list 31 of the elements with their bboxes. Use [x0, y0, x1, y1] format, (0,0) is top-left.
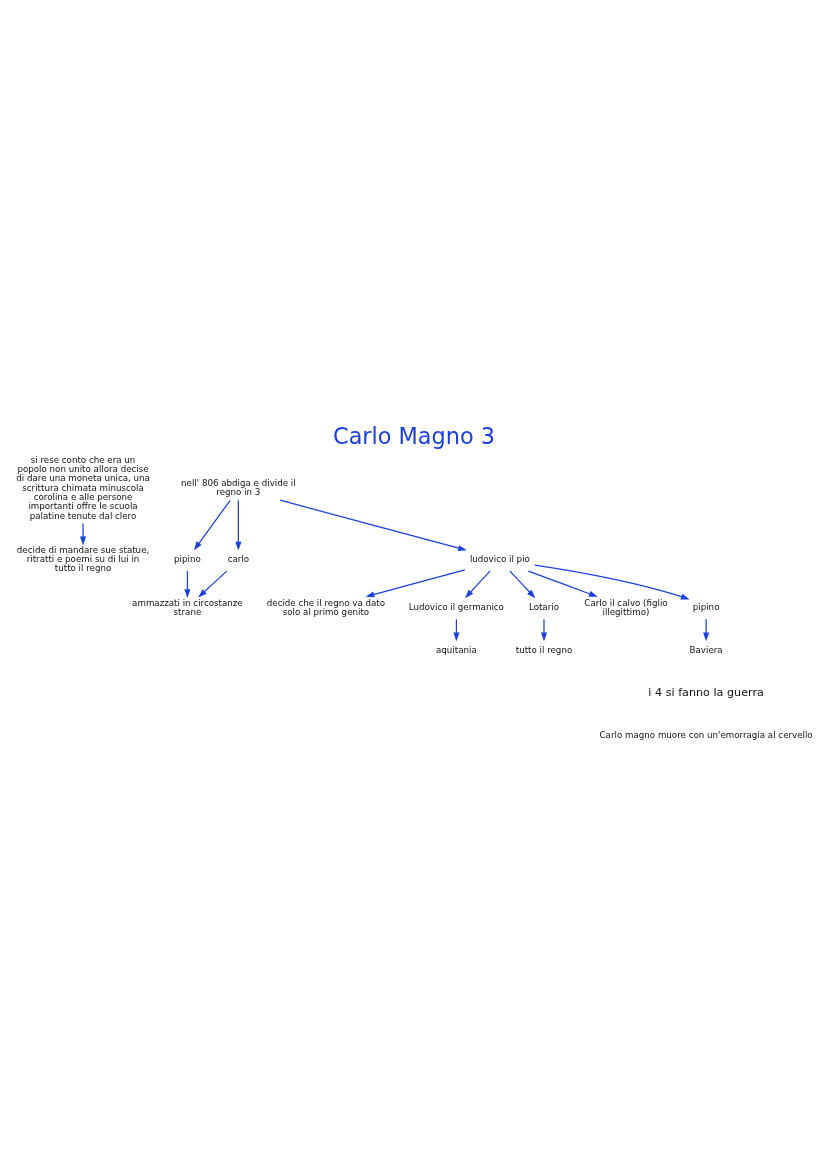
node-text: decide che il regno va dato solo al primo genito — [266, 597, 386, 617]
node-text: tutto il regno — [515, 645, 573, 656]
node-text: pipino — [692, 602, 720, 613]
arrow — [703, 618, 710, 642]
arrow — [464, 570, 491, 599]
node-text: nell' 806 abdiga e divide il regno in 3 — [181, 478, 296, 498]
diagram-title: Carlo Magno 3 — [333, 422, 495, 449]
node-text: Baviera — [689, 645, 723, 656]
arrow — [279, 499, 467, 552]
node-text: Ludovico il germanico — [408, 602, 504, 613]
label: i 4 si fanno la guerra — [648, 685, 764, 699]
node-text: si rese conto che era un popolo non unito allora decise di dare una moneta unica, una scrittura chimata minuscola corolina e alle persone importanti offre le scuola palatine tenute dal clero — [16, 454, 150, 521]
arrow — [80, 522, 87, 546]
arrow — [235, 499, 242, 551]
arrow — [509, 570, 536, 599]
label: Carlo magno muore con un'emorragia al cervello — [599, 729, 813, 740]
arrow — [193, 499, 231, 551]
node-text: pipino — [174, 554, 201, 565]
node-text: aquitania — [436, 645, 477, 656]
node-text: Carlo il calvo (figlio illegittimo) — [584, 597, 668, 617]
node-text: decide di mandare sue statue, ritratti e poemi su di lui in tutto il regno — [16, 544, 150, 574]
arrow — [527, 570, 598, 597]
arrow — [534, 564, 690, 600]
node-text: ludovico il pio — [469, 554, 530, 565]
node-text: Lotario — [528, 602, 560, 613]
arrow — [540, 618, 548, 642]
arrow — [184, 570, 191, 598]
node-text: ammazzati in circostanze strane — [132, 597, 243, 617]
arrow — [365, 569, 466, 598]
node-text: carlo — [227, 554, 250, 565]
arrow — [198, 570, 228, 598]
